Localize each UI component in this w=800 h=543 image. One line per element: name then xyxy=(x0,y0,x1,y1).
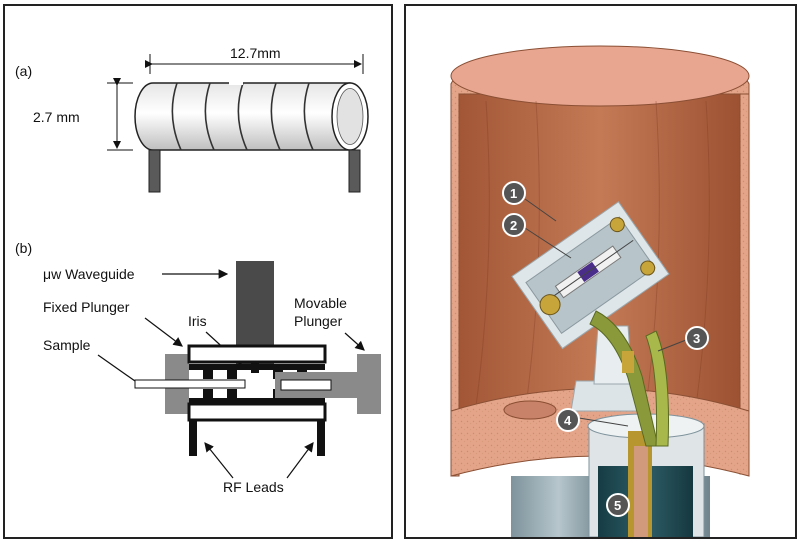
panel-b-tag: (b) xyxy=(15,240,32,256)
coil-lead xyxy=(589,310,659,447)
floor-hole xyxy=(503,400,557,420)
callout-line-3 xyxy=(657,339,687,352)
cutaway-panel: 1 2 3 4 5 xyxy=(404,4,797,539)
movable-plunger-label-1: Movable xyxy=(294,295,347,311)
diameter-label: 2.7 mm xyxy=(33,109,80,125)
callout-line-1 xyxy=(524,198,557,222)
coil-lead-outer xyxy=(645,330,669,447)
callout-4 xyxy=(556,408,580,432)
movable-plunger-label-2: Plunger xyxy=(294,313,343,329)
left-lead xyxy=(148,149,161,193)
callout-line-4 xyxy=(578,417,629,427)
fixed-plunger-arrow xyxy=(144,317,183,347)
diameter-dimension xyxy=(107,78,133,151)
fixed-plunger-label: Fixed Plunger xyxy=(43,299,130,315)
schematic-panel: (a) 12.7mm 2.7 mm (b) xyxy=(3,4,393,539)
callout-2-text: 2 xyxy=(510,218,517,233)
wall-grain xyxy=(475,100,710,407)
sample-label: Sample xyxy=(43,337,91,353)
callout-2 xyxy=(502,213,526,237)
rf-leads-label: RF Leads xyxy=(223,479,284,495)
right-lead xyxy=(348,149,361,193)
coil-clamp xyxy=(622,351,634,373)
rf-lead-arrow-left xyxy=(204,442,234,479)
iris-label: Iris xyxy=(188,313,207,329)
callout-1-text: 1 xyxy=(510,186,517,201)
cavity-body xyxy=(134,344,381,456)
movable-plunger-arrow xyxy=(344,332,365,351)
waveguide-label: μw Waveguide xyxy=(43,266,135,282)
callout-3 xyxy=(685,326,709,350)
cutaway-svg: 1 2 3 4 5 xyxy=(450,45,750,537)
length-label: 12.7mm xyxy=(230,45,281,61)
lid-top-surface xyxy=(450,45,750,107)
callout-1 xyxy=(502,181,526,205)
callout-line-2 xyxy=(524,227,572,259)
resonator-assembly xyxy=(511,201,670,350)
panel-a-tag: (a) xyxy=(15,63,32,79)
schematic-svg: (a) 12.7mm 2.7 mm (b) xyxy=(15,45,381,495)
callout-5-text: 5 xyxy=(614,498,621,513)
length-dimension xyxy=(145,54,364,74)
rf-lead-arrow-right xyxy=(286,442,314,479)
copper-rod xyxy=(634,446,648,537)
resonator-tube xyxy=(134,81,369,151)
callout-4-text: 4 xyxy=(564,413,572,428)
callout-5 xyxy=(606,493,630,517)
sample-pointer xyxy=(97,354,136,382)
callout-3-text: 3 xyxy=(693,331,700,346)
